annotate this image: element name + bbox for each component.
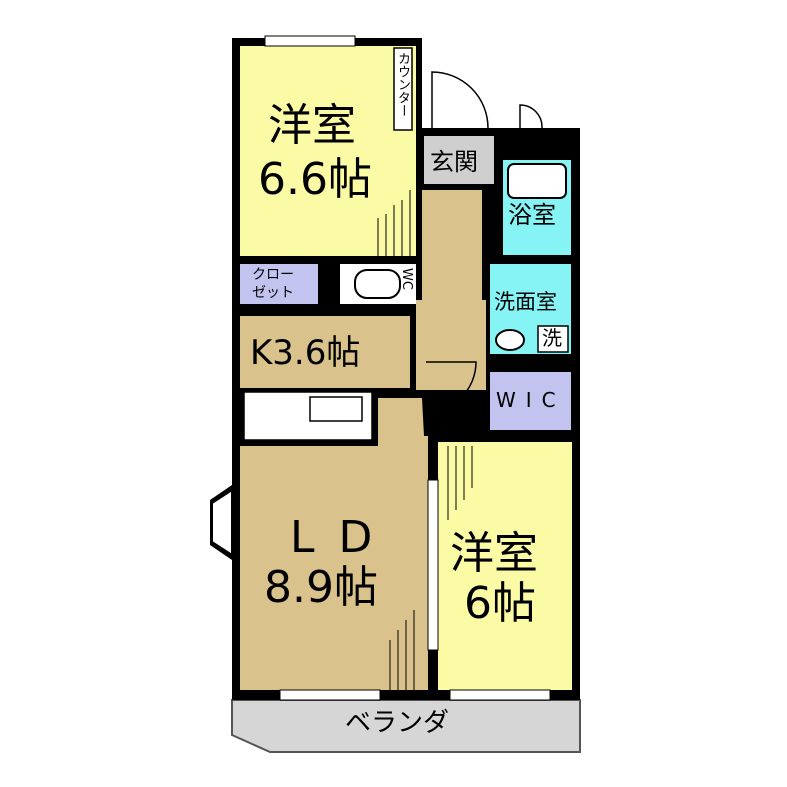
closet-label-line1: クロー (252, 267, 294, 283)
wic-floor (490, 372, 571, 430)
bedroom1-floor (240, 46, 416, 256)
bay-window (211, 488, 233, 557)
hall-door-swing (425, 361, 477, 413)
bathtub-icon (507, 163, 567, 199)
balcony-label: ベランダ (345, 708, 450, 738)
kitchen-floor (240, 316, 410, 388)
entrance-label: 玄関 (430, 148, 478, 176)
corridor-floor-lower (416, 300, 486, 390)
window-top (264, 35, 356, 47)
sink-icon (495, 329, 525, 351)
bedroom2-size: 6帖 (464, 578, 536, 629)
entrance-floor (424, 136, 494, 184)
bedroom1-size: 6.6帖 (258, 154, 372, 205)
wc-label: WC (399, 268, 414, 290)
bedroom2-floor (438, 442, 572, 690)
kitchen-label: K3.6帖 (250, 333, 361, 373)
washer-box (537, 325, 569, 353)
washer-label: 洗 (542, 326, 562, 350)
counter-strip (393, 47, 413, 131)
bath-label: 浴室 (508, 201, 556, 229)
closet-floor (240, 264, 318, 304)
washroom-label: 洗面室 (494, 290, 557, 314)
bedroom1-name: 洋室 (268, 100, 356, 151)
counter-label: カウンター (395, 52, 410, 117)
entrance-door-swing (431, 71, 489, 129)
living-floor (240, 398, 428, 690)
mb-door-swing (519, 104, 543, 129)
closet-label-line2: ゼット (252, 285, 294, 301)
living-name: LD (290, 512, 397, 563)
bedroom2-name: 洋室 (450, 528, 538, 579)
sliding-door (427, 479, 439, 651)
window-bottom-right (449, 689, 551, 701)
kitchen-sink (309, 396, 363, 422)
mb-label: MB (520, 133, 541, 148)
wic-label: WIC (496, 388, 566, 412)
wardrobe-hatching (377, 190, 473, 690)
toilet-icon (354, 269, 401, 299)
living-size: 8.9帖 (264, 562, 378, 613)
window-bottom-left (279, 689, 381, 701)
